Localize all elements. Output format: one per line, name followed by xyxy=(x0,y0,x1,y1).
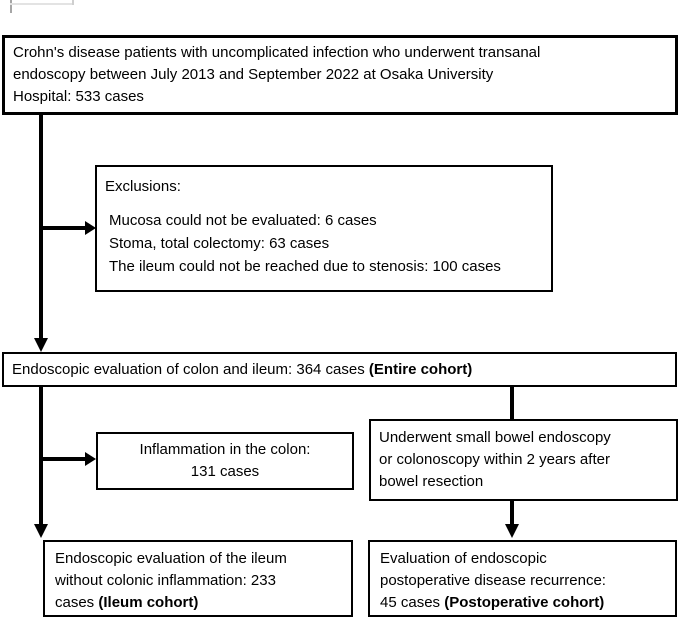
ileum-cohort-bold-text: (Ileum cohort) xyxy=(98,594,199,611)
arrow-entire-to-ileum-head xyxy=(34,524,48,538)
arrow-to-exclusions-head xyxy=(85,221,96,235)
arrow-to-inflammation-shaft xyxy=(41,457,87,461)
postop-cohort-line1: Evaluation of endoscopic xyxy=(380,550,547,567)
postoperative-cohort-box: Evaluation of endoscopic postoperative d… xyxy=(368,540,677,617)
arrow-to-exclusions-shaft xyxy=(41,226,87,230)
entire-cohort-bold-text: (Entire cohort) xyxy=(368,361,473,378)
exclusions-title: Exclusions: xyxy=(105,178,181,195)
ileum-cohort-line3-text: cases xyxy=(55,594,99,611)
source-population-line1: Crohn's disease patients with uncomplica… xyxy=(13,44,541,61)
arrow-entire-to-ileum-shaft xyxy=(39,386,43,525)
criteria-line1: Underwent small bowel endoscopy xyxy=(379,429,611,446)
ileum-cohort-box: Endoscopic evaluation of the ileum witho… xyxy=(43,540,353,617)
cropped-element-artifact xyxy=(10,0,12,13)
entire-cohort-label: Endoscopic evaluation of colon and ileum… xyxy=(12,361,472,378)
postop-cohort-line3-text: 45 cases xyxy=(380,594,445,611)
criteria-line3: bowel resection xyxy=(379,473,484,490)
criteria-line2: or colonoscopy within 2 years after xyxy=(379,451,610,468)
source-population-line3: Hospital: 533 cases xyxy=(13,88,144,105)
source-population-box: Crohn's disease patients with uncomplica… xyxy=(2,35,678,115)
arrow-criteria-to-postop-head xyxy=(505,524,519,538)
postop-endoscopy-criteria-box: Underwent small bowel endoscopy or colon… xyxy=(369,419,678,501)
exclusion-item: Stoma, total colectomy: 63 cases xyxy=(109,235,330,252)
arrow-source-to-entire-shaft xyxy=(39,113,43,338)
cropped-element-artifact xyxy=(10,3,74,5)
colon-inflammation-line2: 131 cases xyxy=(190,463,260,480)
postop-cohort-bold-text: (Postoperative cohort) xyxy=(444,594,605,611)
ileum-cohort-line1: Endoscopic evaluation of the ileum xyxy=(55,550,287,567)
entire-cohort-text: Endoscopic evaluation of colon and ileum… xyxy=(12,361,369,378)
line-entire-to-criteria xyxy=(510,386,514,419)
postop-cohort-line2: postoperative disease recurrence: xyxy=(380,572,606,589)
arrow-criteria-to-postop-shaft xyxy=(510,500,514,525)
arrow-source-to-entire-head xyxy=(34,338,48,352)
exclusions-items: Mucosa could not be evaluated: 6 cases S… xyxy=(105,209,543,278)
exclusion-item: The ileum could not be reached due to st… xyxy=(109,258,501,275)
colon-inflammation-box: Inflammation in the colon: 131 cases xyxy=(96,432,354,490)
ileum-cohort-line2: without colonic inflammation: 233 xyxy=(55,572,276,589)
ileum-cohort-line3: cases (Ileum cohort) xyxy=(55,592,341,614)
exclusion-item: Mucosa could not be evaluated: 6 cases xyxy=(109,212,377,229)
cropped-element-artifact xyxy=(72,0,74,5)
exclusions-box: Exclusions: Mucosa could not be evaluate… xyxy=(95,165,553,292)
arrow-to-inflammation-head xyxy=(85,452,96,466)
postop-cohort-line3: 45 cases (Postoperative cohort) xyxy=(380,592,665,614)
colon-inflammation-line1: Inflammation in the colon: xyxy=(139,441,311,458)
source-population-line2: endoscopy between July 2013 and Septembe… xyxy=(13,66,494,83)
entire-cohort-box: Endoscopic evaluation of colon and ileum… xyxy=(2,352,677,387)
